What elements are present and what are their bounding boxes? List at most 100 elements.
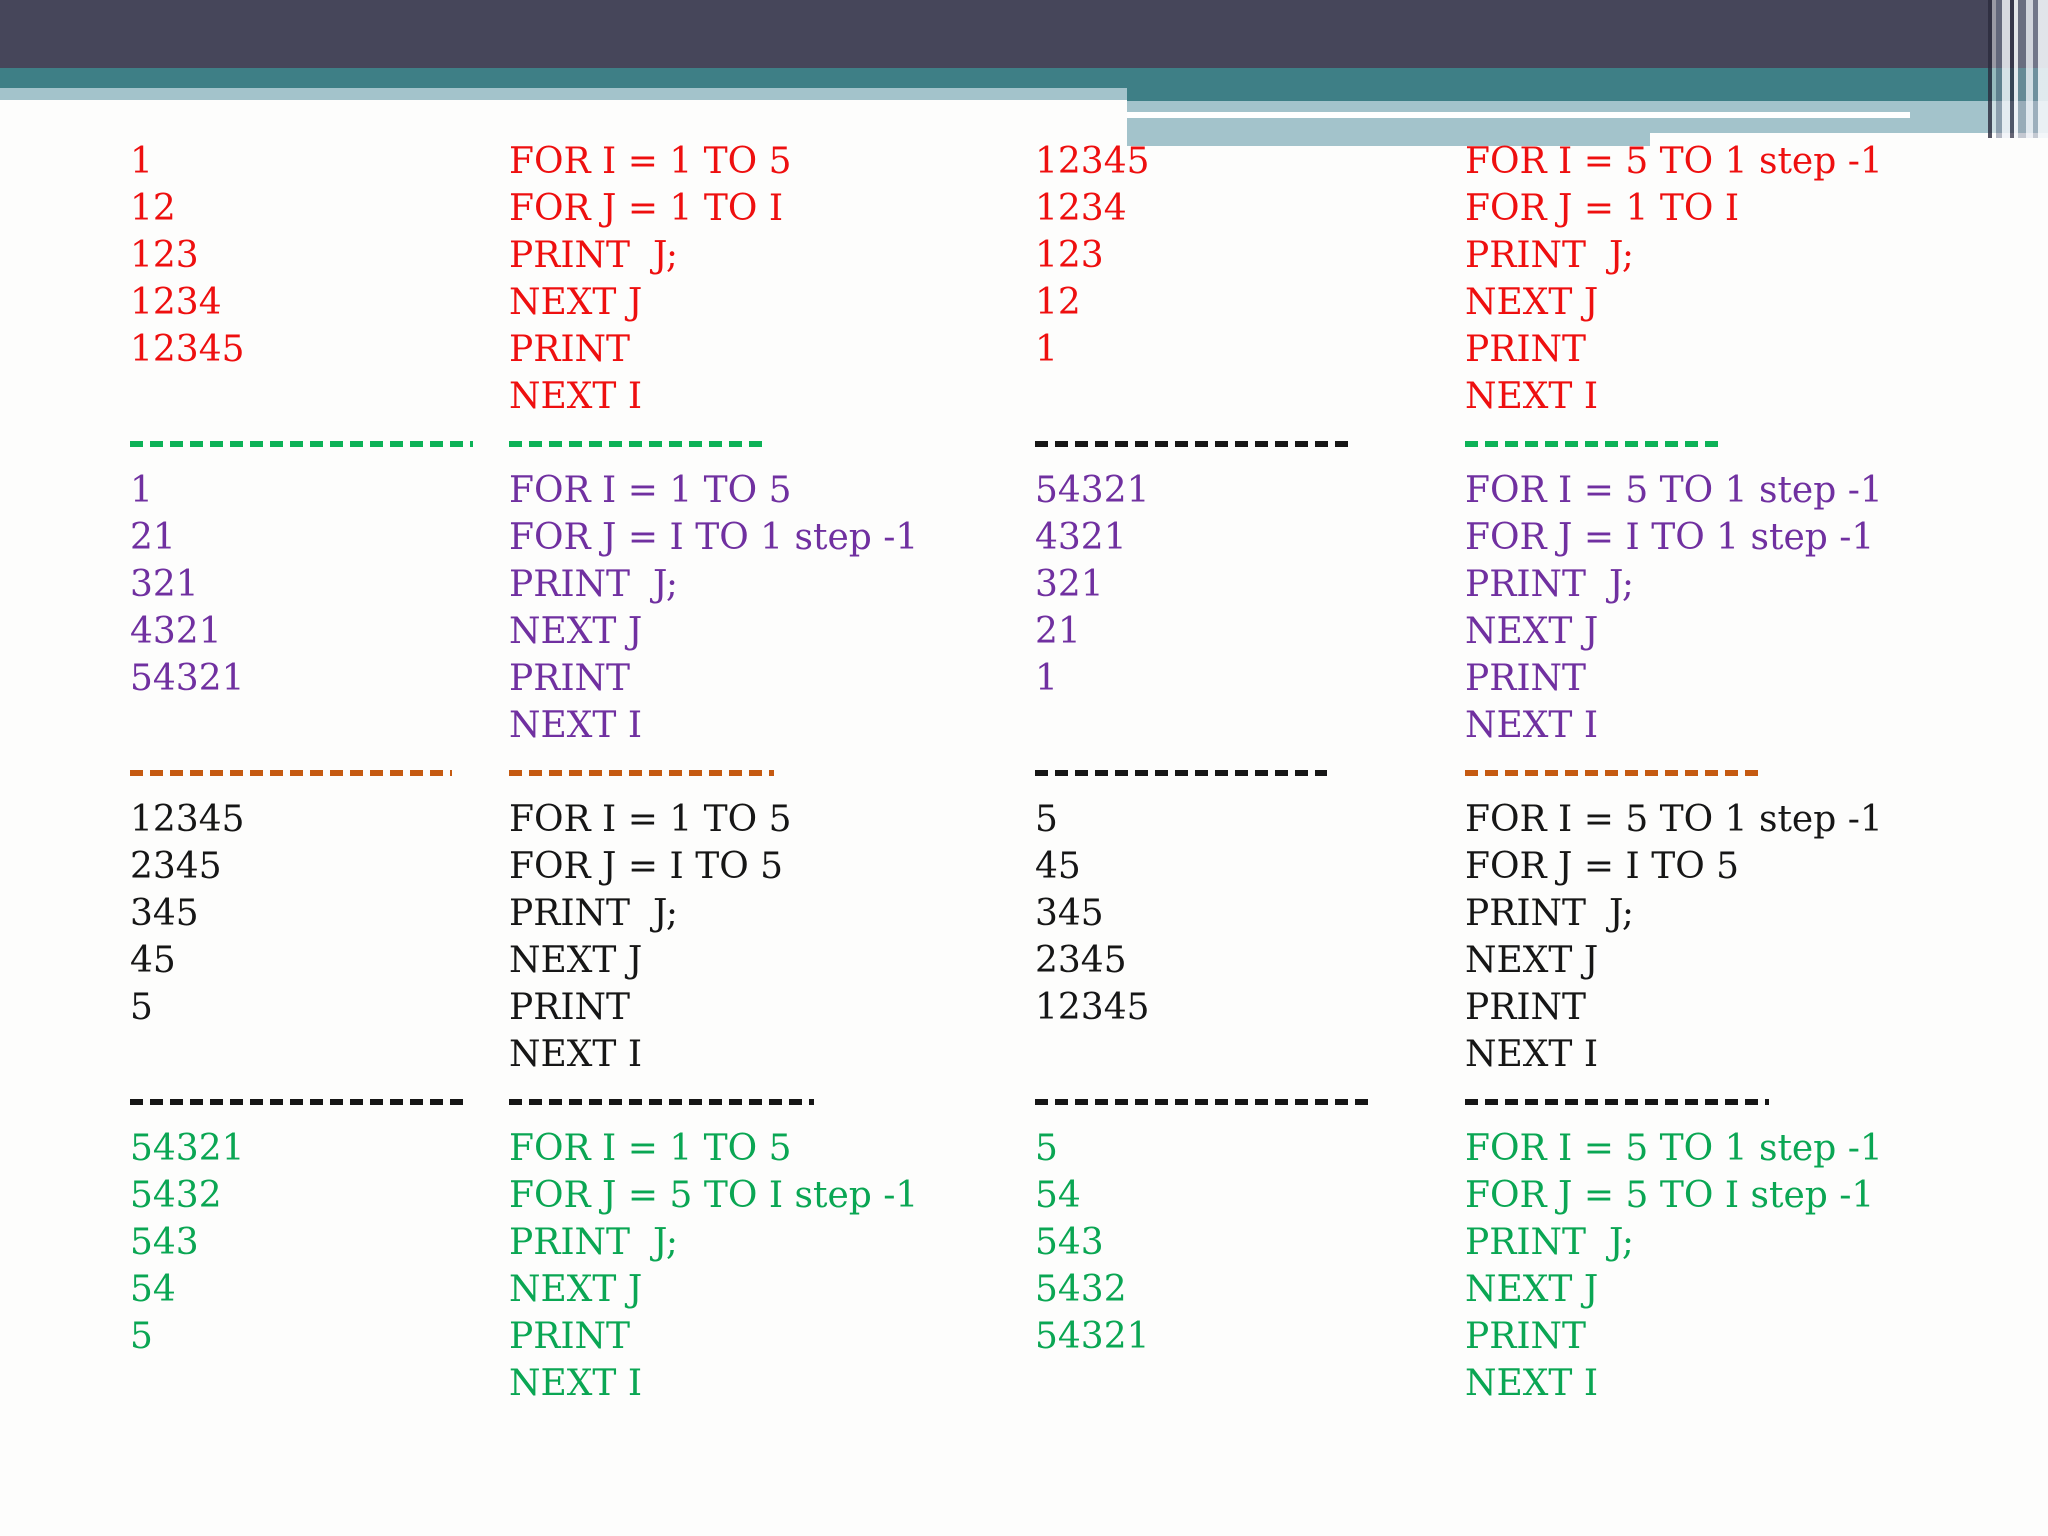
separator-dash [1035, 769, 1327, 776]
header-corner-stripes [1988, 0, 2048, 138]
separator-dash [509, 1098, 814, 1105]
code-line: PRINT [1465, 987, 1587, 1028]
output-line: 1234 [1035, 188, 1127, 229]
header-bar-teal [0, 68, 2048, 88]
output-line: 5 [1035, 799, 1058, 840]
code-line: PRINT [509, 1316, 631, 1357]
code-line: NEXT J [509, 282, 643, 323]
separator-dash [130, 1098, 464, 1105]
blank-line [1035, 373, 1368, 420]
separator-row [509, 420, 918, 467]
output-line: 1 [1035, 329, 1058, 370]
separator-dash [1465, 1098, 1769, 1105]
code-line: FOR I = 1 TO 5 [509, 799, 792, 840]
output-line: 1234 [130, 282, 222, 323]
code-line: FOR J = 5 TO I step -1 [1465, 1175, 1875, 1216]
code-line: PRINT J; [1465, 235, 1635, 276]
output-column-left: 1 12 123 1234 12345 1 21 321 4321 54321 … [130, 138, 473, 1360]
header-accent-panel-light-step [1127, 133, 1650, 146]
output-line: 12345 [130, 799, 245, 840]
separator-row [1465, 420, 1883, 467]
output-line: 12345 [1035, 141, 1150, 182]
code-line: NEXT I [509, 376, 643, 417]
code-line: FOR J = I TO 1 step -1 [509, 517, 919, 558]
output-line: 54 [130, 1269, 176, 1310]
output-line: 1 [1035, 658, 1058, 699]
output-line: 54321 [1035, 470, 1150, 511]
separator-dash [509, 769, 774, 776]
output-line: 5432 [1035, 1269, 1127, 1310]
code-line: NEXT J [509, 611, 643, 652]
output-line: 123 [1035, 235, 1104, 276]
header-accent-panel-teal [1127, 88, 2048, 101]
separator-dash [1035, 440, 1355, 447]
separator-dash [130, 440, 473, 447]
separator-dash [130, 769, 452, 776]
output-line: 321 [1035, 564, 1104, 605]
output-line: 21 [1035, 611, 1081, 652]
output-line: 54321 [130, 1128, 245, 1169]
output-line: 4321 [130, 611, 222, 652]
code-line: FOR J = I TO 5 [509, 846, 784, 887]
code-line: FOR I = 5 TO 1 step -1 [1465, 799, 1883, 840]
blank-line [1035, 702, 1368, 749]
output-line: 45 [130, 940, 176, 981]
output-line: 345 [1035, 893, 1104, 934]
code-line: FOR I = 5 TO 1 step -1 [1465, 141, 1883, 182]
code-line: NEXT J [1465, 940, 1599, 981]
code-line: PRINT J; [1465, 893, 1635, 934]
output-line: 54 [1035, 1175, 1081, 1216]
output-line: 321 [130, 564, 199, 605]
output-line: 21 [130, 517, 176, 558]
separator-row [130, 749, 473, 796]
separator-row [1465, 1078, 1883, 1125]
output-line: 12345 [1035, 987, 1150, 1028]
code-line: NEXT I [1465, 1363, 1599, 1404]
code-line: FOR J = I TO 5 [1465, 846, 1740, 887]
separator-row [130, 420, 473, 467]
code-line: NEXT I [509, 1363, 643, 1404]
code-line: NEXT I [509, 1034, 643, 1075]
code-line: PRINT [1465, 1316, 1587, 1357]
separator-row [130, 1078, 473, 1125]
blank-line [1035, 1031, 1368, 1078]
code-line: FOR J = 1 TO I [509, 188, 784, 229]
code-line: FOR J = I TO 1 step -1 [1465, 517, 1875, 558]
code-line: PRINT [1465, 658, 1587, 699]
output-line: 2345 [1035, 940, 1127, 981]
separator-dash [509, 440, 766, 447]
code-line: PRINT J; [509, 1222, 679, 1263]
code-line: NEXT J [509, 1269, 643, 1310]
output-column-right: 12345 1234 123 12 1 54321 4321 321 21 1 … [1035, 138, 1368, 1360]
blank-line [130, 373, 473, 420]
code-line: FOR I = 5 TO 1 step -1 [1465, 1128, 1883, 1169]
code-line: NEXT J [1465, 1269, 1599, 1310]
separator-row [509, 1078, 918, 1125]
output-line: 1 [130, 470, 153, 511]
separator-dash [1035, 1098, 1368, 1105]
code-column-right: FOR I = 5 TO 1 step -1 FOR J = 1 TO I PR… [1465, 138, 1883, 1407]
output-line: 45 [1035, 846, 1081, 887]
output-line: 12345 [130, 329, 245, 370]
code-line: NEXT J [1465, 282, 1599, 323]
code-line: PRINT J; [509, 893, 679, 934]
separator-row [1035, 420, 1368, 467]
output-line: 4321 [1035, 517, 1127, 558]
output-line: 345 [130, 893, 199, 934]
code-column-left: FOR I = 1 TO 5 FOR J = 1 TO I PRINT J; N… [509, 138, 918, 1407]
code-line: PRINT [1465, 329, 1587, 370]
output-line: 54321 [1035, 1316, 1150, 1357]
output-line: 5 [130, 1316, 153, 1357]
output-line: 5 [1035, 1128, 1058, 1169]
output-line: 1 [130, 141, 153, 182]
code-line: PRINT [509, 987, 631, 1028]
code-line: FOR I = 1 TO 5 [509, 141, 792, 182]
code-line: NEXT J [1465, 611, 1599, 652]
output-line: 12 [130, 188, 176, 229]
code-line: FOR J = 1 TO I [1465, 188, 1740, 229]
code-line: PRINT J; [509, 564, 679, 605]
output-line: 54321 [130, 658, 245, 699]
code-line: NEXT I [1465, 1034, 1599, 1075]
output-line: 5432 [130, 1175, 222, 1216]
output-line: 12 [1035, 282, 1081, 323]
